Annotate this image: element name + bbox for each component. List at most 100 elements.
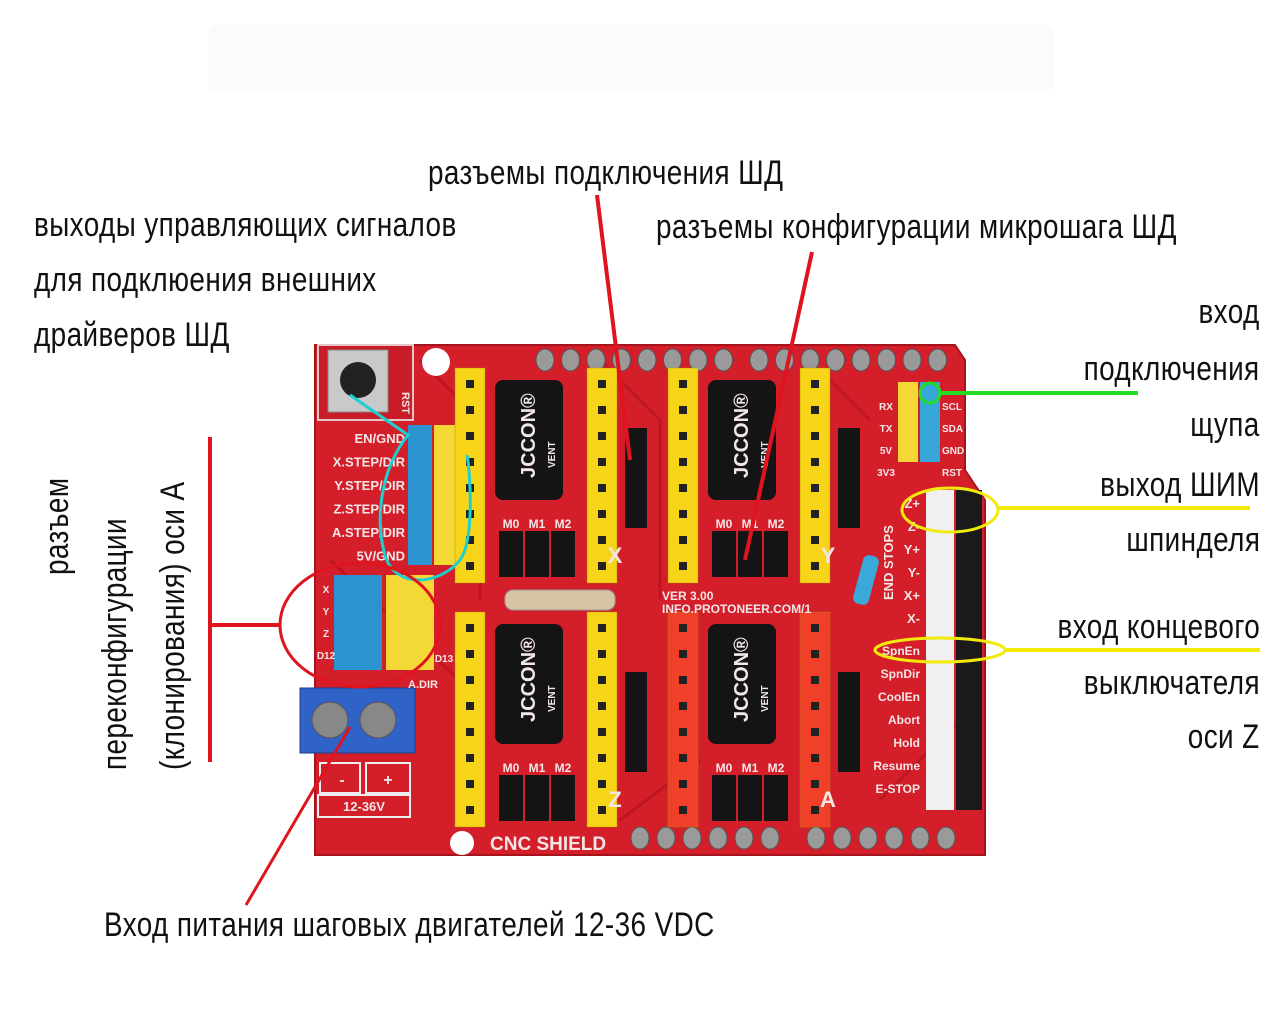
- socket-hole: [598, 702, 606, 710]
- label-zlimit-line2: выключателя: [1083, 664, 1260, 702]
- label-a-axis-group: разъем переконфигурации (клонирования) о…: [38, 430, 192, 770]
- socket-hole: [811, 562, 819, 570]
- socket-hole: [679, 432, 687, 440]
- pin-label: EN/GND: [354, 431, 405, 446]
- header-right-label: GND: [942, 446, 964, 457]
- socket-hole: [598, 536, 606, 544]
- microstep-jumper: [551, 531, 575, 577]
- capacitor: [495, 624, 563, 744]
- microstep-label: M0: [503, 517, 520, 531]
- microstep-label: M2: [555, 761, 572, 775]
- microstep-jumper: [712, 531, 736, 577]
- microstep-jumper: [764, 775, 788, 821]
- crystal: [504, 589, 616, 611]
- socket-hole: [598, 728, 606, 736]
- pointer-spindle-pwm: [900, 486, 1250, 534]
- microstep-label: M1: [529, 761, 546, 775]
- socket-hole: [466, 536, 474, 544]
- socket-hole: [466, 458, 474, 466]
- microstep-jumper: [525, 775, 549, 821]
- pointer-external-driver-outputs: [349, 393, 472, 582]
- microstep-jumper: [764, 531, 788, 577]
- socket-hole: [679, 484, 687, 492]
- socket-hole: [466, 728, 474, 736]
- microstep-jumper: [551, 775, 575, 821]
- label-zlimit-line1: вход концевого: [1057, 608, 1260, 646]
- capacitor: [708, 624, 776, 744]
- socket-hole: [811, 458, 819, 466]
- socket-hole: [679, 562, 687, 570]
- capacitor-brand: JCCON®: [731, 393, 753, 478]
- header-pin: [884, 826, 904, 850]
- mount-hole: [450, 831, 474, 855]
- capacitor-vent: VENT: [547, 441, 558, 468]
- microstep-label: M2: [768, 761, 785, 775]
- header-pin: [936, 826, 956, 850]
- socket-hole: [679, 676, 687, 684]
- socket-hole: [679, 406, 687, 414]
- blue-header-strip: [408, 425, 432, 565]
- control-label: Abort: [888, 713, 920, 727]
- socket-hole: [811, 406, 819, 414]
- driver-socket: [799, 611, 831, 828]
- pin-label: Z.STEP/DIR: [333, 502, 405, 517]
- label-a-axis-line2: переконфигурации: [96, 517, 134, 770]
- control-label: CoolEn: [878, 690, 920, 704]
- pin-label: 5V/GND: [357, 549, 405, 564]
- socket-hole: [466, 624, 474, 632]
- header-pin: [902, 348, 922, 372]
- header-pin: [637, 348, 657, 372]
- driver-socket: [586, 367, 618, 584]
- uart-header: [898, 382, 918, 462]
- header-right-label: RST: [942, 468, 962, 479]
- driver-socket: [667, 611, 699, 828]
- header-pin: [851, 348, 871, 372]
- control-label: Resume: [873, 759, 920, 773]
- pin-label: A.STEP/DIR: [332, 525, 406, 540]
- capacitor: [708, 380, 776, 500]
- mount-hole: [422, 348, 450, 376]
- bottom-header-pins: [630, 826, 956, 850]
- microstep-label: M2: [555, 517, 572, 531]
- socket-hole: [466, 754, 474, 762]
- header-right-label: SDA: [942, 424, 963, 435]
- socket-hole: [598, 484, 606, 492]
- endstop-label: Y-: [908, 565, 920, 580]
- header-left-label: RX: [879, 402, 893, 413]
- capacitor: [495, 380, 563, 500]
- socket-hole: [811, 728, 819, 736]
- microstep-label: M0: [503, 761, 520, 775]
- header-pin: [806, 826, 826, 850]
- socket-hole: [598, 510, 606, 518]
- label-a-axis-line1: разъем: [38, 477, 76, 575]
- endstop-label: Y+: [904, 542, 921, 557]
- header-left-label: TX: [880, 424, 893, 435]
- pin-label: X.STEP/DIR: [333, 455, 406, 470]
- pointer-probe-input: [918, 381, 1138, 405]
- version-label: VER 3.00: [662, 589, 714, 603]
- label-microstep-config: разъемы конфигурации микрошага ШД: [656, 208, 1177, 246]
- header-pin: [630, 826, 650, 850]
- header-pin: [858, 826, 878, 850]
- socket-hole: [598, 780, 606, 788]
- socket-hole: [466, 780, 474, 788]
- clone-label: Y: [323, 607, 330, 618]
- label-probe-line1: вход: [1198, 293, 1260, 331]
- socket-hole: [679, 510, 687, 518]
- microstep-jumper: [499, 775, 523, 821]
- capacitor-brand: JCCON®: [518, 637, 540, 722]
- microstep-jumper: [712, 775, 736, 821]
- label-probe-line3: щупа: [1190, 406, 1260, 444]
- socket-hole: [811, 380, 819, 388]
- label-external-driver-line3: драйверов ШД: [34, 316, 230, 354]
- socket-hole: [679, 702, 687, 710]
- left-pin-labels: EN/GNDX.STEP/DIRY.STEP/DIRZ.STEP/DIRA.ST…: [332, 431, 406, 564]
- socket-hole: [679, 536, 687, 544]
- socket-hole: [466, 562, 474, 570]
- socket-hole: [598, 562, 606, 570]
- socket-hole: [811, 806, 819, 814]
